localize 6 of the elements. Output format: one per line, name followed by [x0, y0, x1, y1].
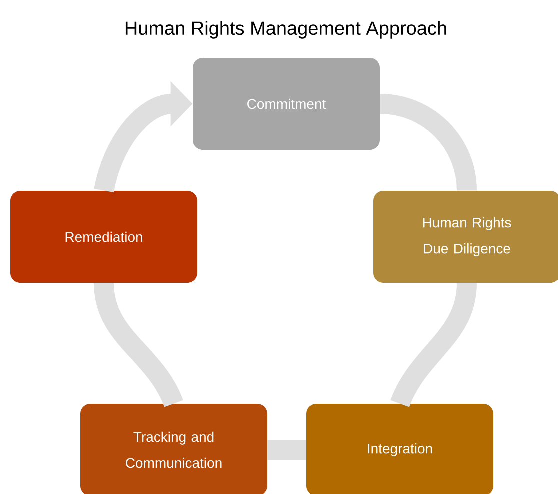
process-box: Human Rights Due Diligence	[374, 190, 558, 283]
process-box: Tracking and Communication	[80, 404, 268, 494]
process-box: Commitment	[193, 58, 380, 150]
process-box: Integration	[306, 404, 494, 494]
title: Human Rights Management Approach	[126, 21, 446, 39]
process-box: Remediation	[10, 190, 198, 283]
